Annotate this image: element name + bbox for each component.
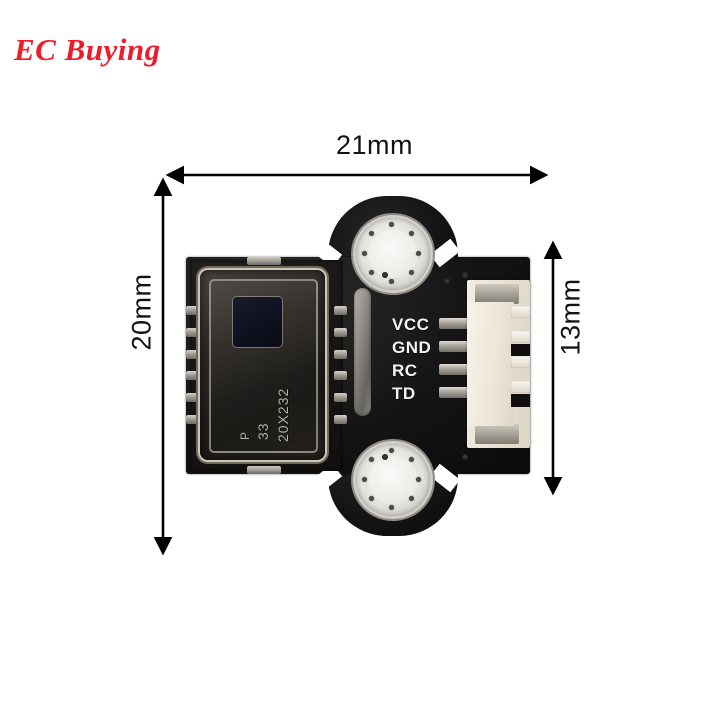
dimension-label-width: 21mm	[336, 130, 414, 160]
sensor-pad	[186, 393, 199, 403]
pin-label-group: VCC GND RC TD	[392, 314, 431, 404]
sensor-pad	[334, 414, 347, 424]
mounting-hole-top	[356, 218, 430, 290]
via-dot	[416, 477, 421, 482]
sensor-pad	[334, 349, 347, 359]
via-dot	[409, 270, 414, 275]
via-dot	[369, 496, 374, 501]
jst-pin-slot	[511, 356, 530, 368]
solder-pin-rc	[439, 364, 469, 375]
sensor-pad	[334, 306, 347, 315]
jst-pin-slot	[511, 381, 530, 393]
jst-pin-slot	[511, 306, 530, 318]
sensor-marking-number: 33	[255, 422, 271, 440]
sensor-pad	[186, 371, 199, 381]
solder-pin-td	[439, 387, 469, 398]
via-dot	[369, 457, 374, 462]
sensor-pad	[186, 414, 199, 424]
board-via-dot	[462, 272, 468, 278]
via-dot	[409, 496, 414, 501]
sensor-pad	[186, 306, 199, 315]
board-via-dot	[382, 272, 388, 278]
pin-label-td: TD	[392, 384, 416, 403]
sensor-pad-bottom	[247, 466, 281, 474]
sensor-pad	[334, 393, 347, 403]
via-dot	[369, 231, 374, 236]
via-dot	[409, 457, 414, 462]
board-via-dot	[382, 454, 388, 460]
jst-pin-slots	[511, 306, 530, 393]
sensor-pad	[334, 327, 347, 337]
via-dot	[409, 231, 414, 236]
thermal-sensor-package: P 33 20X232	[186, 257, 347, 474]
sensor-metal-can: P 33 20X232	[200, 270, 325, 460]
sensor-lens-window	[233, 297, 282, 347]
jst-pin-slot	[511, 331, 530, 343]
dimension-label-height-right: 13mm	[555, 278, 586, 356]
solder-pin-gnd	[439, 341, 469, 352]
jst-gap	[511, 344, 530, 357]
jst-tab-top	[475, 284, 519, 304]
via-dot	[389, 448, 394, 453]
via-dot	[362, 251, 367, 256]
sensor-marking-part: 20X232	[275, 387, 291, 442]
via-dot	[389, 222, 394, 227]
via-dot	[389, 505, 394, 510]
solder-pin-group	[439, 318, 469, 398]
jst-gap	[511, 394, 530, 407]
product-image-pcb-module: P 33 20X232 VCC GND RC TD	[186, 196, 532, 536]
via-dot	[362, 477, 367, 482]
sensor-pad-column-right	[334, 306, 347, 424]
board-via-dot	[444, 278, 450, 284]
jst-connector	[467, 280, 530, 448]
pin-label-vcc: VCC	[392, 315, 430, 334]
solder-pin-vcc	[439, 318, 469, 329]
plated-slot	[354, 288, 371, 416]
pin-label-gnd: GND	[392, 338, 432, 357]
dimension-label-height-left: 20mm	[126, 273, 157, 351]
sensor-pad-column-left	[186, 306, 199, 424]
sensor-pad-top	[247, 257, 281, 265]
mounting-hole-bottom	[356, 444, 430, 516]
sensor-pad	[334, 371, 347, 381]
sensor-marking-letter: P	[238, 430, 252, 440]
board-via-dot	[462, 454, 468, 460]
sensor-pad	[186, 327, 199, 337]
via-dot	[389, 279, 394, 284]
jst-body	[467, 302, 514, 426]
via-dot	[369, 270, 374, 275]
via-dot	[416, 251, 421, 256]
pin-label-rc: RC	[392, 361, 418, 380]
brand-logo: EC Buying	[14, 32, 161, 67]
jst-tab-bottom	[475, 424, 519, 444]
sensor-pad	[186, 349, 199, 359]
